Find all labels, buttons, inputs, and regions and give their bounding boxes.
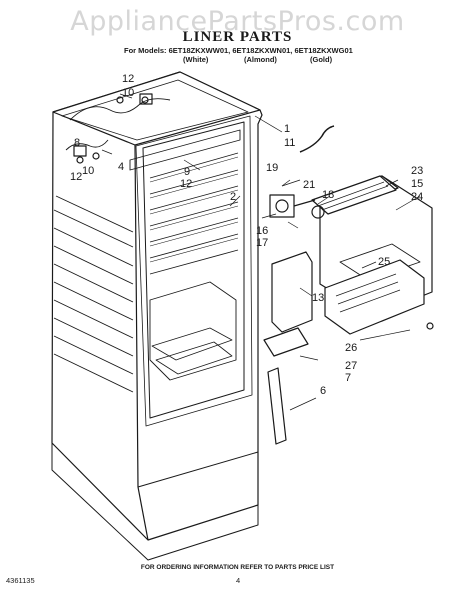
color-white: (White) bbox=[183, 55, 209, 64]
callout-17: 17 bbox=[256, 237, 269, 249]
models-line: For Models: 6ET18ZKXWW01, 6ET18ZKXWN01, … bbox=[124, 46, 353, 55]
thermostat bbox=[269, 194, 295, 218]
tube-part bbox=[299, 125, 335, 153]
callout-27: 27 bbox=[345, 360, 358, 372]
color-almond: (Almond) bbox=[244, 55, 277, 64]
liner-cabinet bbox=[51, 71, 263, 561]
callout-8: 8 bbox=[74, 137, 81, 149]
duct-panel bbox=[271, 251, 313, 333]
callout-10-b: 10 bbox=[82, 165, 95, 177]
callout-12-a: 12 bbox=[122, 73, 135, 85]
callout-25: 25 bbox=[378, 256, 391, 268]
page-number: 4 bbox=[236, 576, 241, 585]
callout-1: 1 bbox=[284, 123, 291, 135]
ordering-note: FOR ORDERING INFORMATION REFER TO PARTS … bbox=[140, 564, 335, 571]
callout-2: 2 bbox=[230, 191, 237, 203]
foam-strip bbox=[267, 367, 287, 445]
callout-15: 15 bbox=[411, 178, 424, 190]
callout-4: 4 bbox=[118, 161, 125, 173]
gasket bbox=[263, 327, 309, 357]
callout-13: 13 bbox=[312, 292, 325, 304]
callout-6: 6 bbox=[320, 385, 327, 397]
callout-19: 19 bbox=[266, 162, 279, 174]
color-gold: (Gold) bbox=[310, 55, 333, 64]
callout-16: 16 bbox=[256, 225, 269, 237]
callout-23: 23 bbox=[411, 165, 424, 177]
callout-9: 9 bbox=[184, 166, 191, 178]
callout-26: 26 bbox=[345, 342, 358, 354]
callout-10-a: 10 bbox=[122, 87, 135, 99]
callout-11: 11 bbox=[284, 137, 296, 149]
page-title: LINER PARTS bbox=[182, 29, 293, 45]
callout-21: 21 bbox=[303, 179, 316, 191]
callout-12-b: 12 bbox=[70, 171, 83, 183]
callout-7: 7 bbox=[345, 372, 352, 384]
callout-12-c: 12 bbox=[180, 178, 193, 190]
callout-24: 24 bbox=[411, 191, 424, 203]
document-number: 4361135 bbox=[6, 576, 35, 585]
cover-plate bbox=[324, 259, 425, 335]
callout-18: 18 bbox=[322, 189, 335, 201]
watermark: AppliancePartsPros.com bbox=[70, 6, 405, 37]
